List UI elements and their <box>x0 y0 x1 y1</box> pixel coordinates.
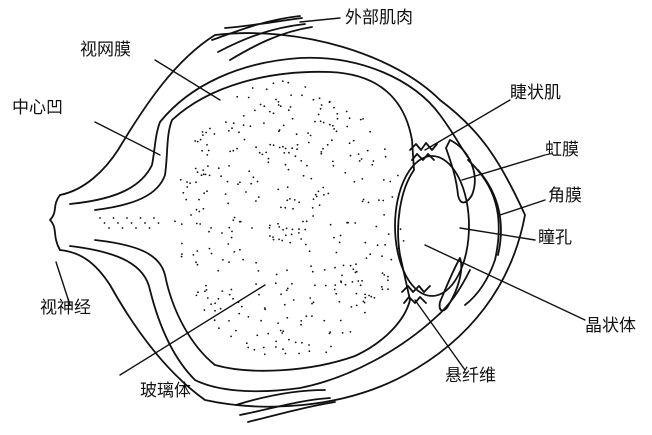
label-optic-nerve: 视神经 <box>40 300 91 317</box>
external-muscle-top <box>212 16 312 60</box>
label-ciliary-muscle: 睫状肌 <box>510 85 561 102</box>
label-suspensory-ligament: 悬纤维 <box>445 368 496 385</box>
label-vitreous-body: 玻璃体 <box>140 383 191 400</box>
label-lens: 晶状体 <box>585 318 636 335</box>
vitreous-stipple <box>99 80 404 355</box>
label-pupil: 瞳孔 <box>538 230 572 247</box>
label-iris: 虹膜 <box>545 142 579 159</box>
iris-lower <box>440 258 462 311</box>
iris-upper <box>446 140 475 203</box>
label-retina: 视网膜 <box>80 42 131 59</box>
sclera-outline <box>60 33 525 407</box>
optic-nerve-stub <box>50 195 60 250</box>
label-external-muscle: 外部肌肉 <box>345 10 413 27</box>
label-cornea: 角膜 <box>548 188 582 205</box>
vitreous-chamber-outline <box>95 72 414 371</box>
label-fovea: 中心凹 <box>12 100 63 117</box>
lens-outline <box>395 156 469 296</box>
cornea-outline <box>465 160 499 305</box>
